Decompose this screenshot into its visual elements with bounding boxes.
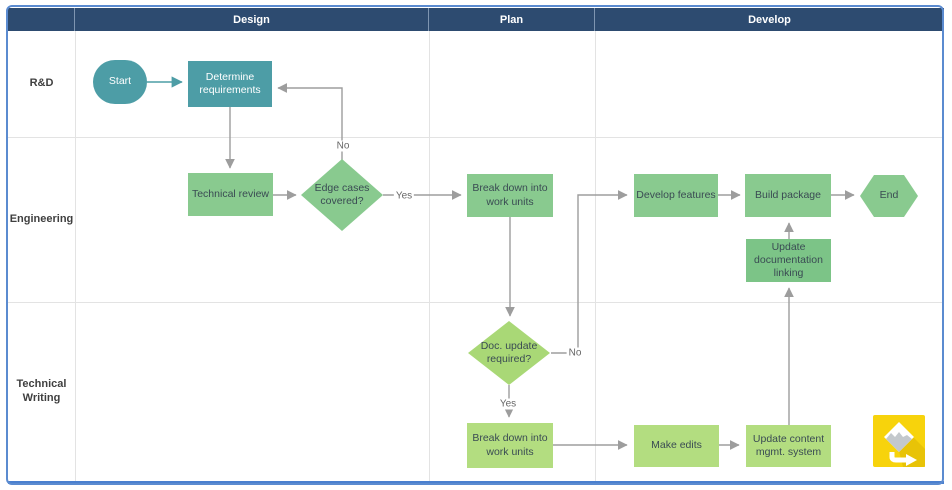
- node-end-label: End: [879, 189, 899, 202]
- phase-header-develop: Develop: [595, 8, 944, 31]
- phase-header-design: Design: [75, 8, 429, 31]
- node-technical-review: Technical review: [188, 173, 273, 216]
- end-hexagon-shape: [860, 175, 918, 217]
- diagram-app-logo-icon: [873, 415, 925, 467]
- node-start: Start: [93, 60, 147, 104]
- phase-label: Plan: [499, 13, 524, 26]
- header-corner-cell: [8, 8, 75, 31]
- node-break-down-eng: Break down into work units: [467, 174, 553, 217]
- phase-header-plan: Plan: [429, 8, 595, 31]
- lane-label-technical-writing: Technical Writing: [16, 378, 67, 404]
- edge-label-yes: Yes: [497, 398, 519, 410]
- lane-divider: [8, 137, 944, 138]
- phase-label: Develop: [748, 13, 791, 26]
- node-build-package: Build package: [745, 174, 831, 217]
- node-doc-update-required-label: Doc. update required?: [480, 339, 538, 365]
- diagram-app-logo: [873, 415, 925, 467]
- edge-label-yes: Yes: [393, 190, 415, 202]
- edge-label-no: No: [566, 347, 584, 359]
- node-update-content-mgmt-system: Update content mgmt. system: [746, 425, 831, 467]
- lane-divider: [8, 302, 944, 303]
- diagram-bottom-rule: [8, 481, 944, 484]
- column-divider: [595, 31, 596, 481]
- node-break-down-tw: Break down into work units: [467, 423, 553, 468]
- edge-label-no: No: [334, 140, 352, 152]
- column-divider: [75, 31, 76, 481]
- edge-docupdate-no: [551, 190, 628, 354]
- column-divider: [429, 31, 430, 481]
- phase-label: Design: [233, 13, 270, 26]
- edge-edgecases-no-return: [277, 83, 343, 160]
- lane-label-rnd: R&D: [29, 77, 54, 90]
- edge-cases-diamond-shape: [301, 159, 383, 231]
- node-edge-cases-covered-label: Edge cases covered?: [314, 181, 370, 207]
- lane-label-engineering: Engineering: [9, 212, 74, 225]
- doc-update-diamond-shape: [468, 321, 550, 385]
- node-update-documentation-linking: Update documentation linking: [746, 239, 831, 282]
- node-develop-features: Develop features: [634, 174, 718, 217]
- node-make-edits: Make edits: [634, 425, 719, 467]
- node-determine-requirements: Determine requirements: [188, 61, 272, 107]
